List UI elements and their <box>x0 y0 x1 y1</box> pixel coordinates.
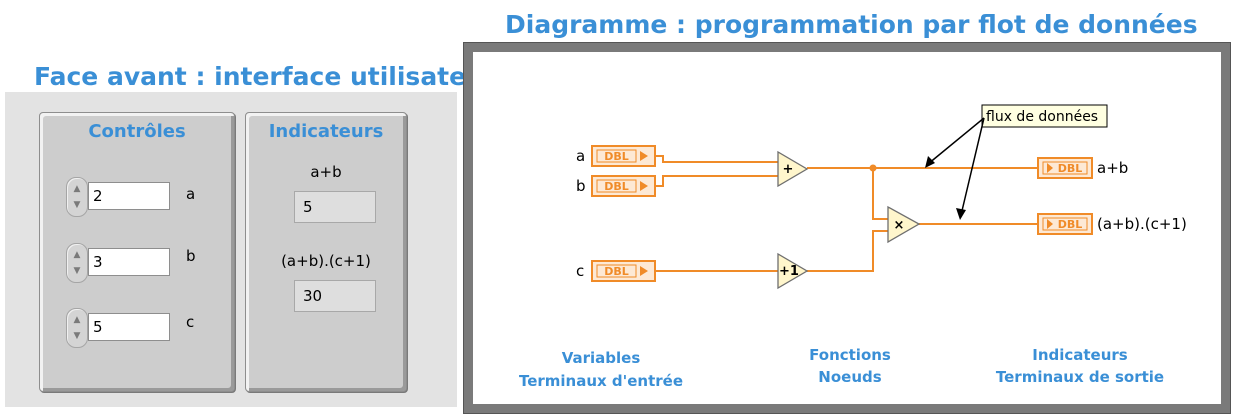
indicator-product-value: 30 <box>294 280 376 312</box>
control-b-label: b <box>186 247 196 265</box>
input-terminal-c[interactable]: DBL <box>591 260 656 282</box>
control-a-label: a <box>186 185 196 203</box>
output-indicator-sum[interactable]: DBL <box>1037 157 1093 179</box>
input-a-label: a <box>576 147 585 165</box>
front-panel: Contrôles ▲▼ 2 a ▲▼ 3 b ▲▼ 5 c Indicateu… <box>5 92 457 407</box>
input-b-label: b <box>576 177 586 195</box>
block-diagram-frame: a DBL b DBL c DBL <box>463 42 1231 414</box>
increment-arrow-icon[interactable]: ▲ <box>73 315 81 325</box>
dbl-type-label: DBL <box>604 180 629 193</box>
wire-a <box>655 155 778 163</box>
add-node[interactable]: + <box>777 150 809 188</box>
wire-sum-branch <box>872 168 888 220</box>
decrement-arrow-icon[interactable]: ▼ <box>73 200 81 210</box>
block-diagram-canvas: a DBL b DBL c DBL <box>473 52 1221 404</box>
caption-indicators-line1: Indicateurs <box>1032 346 1128 364</box>
caption-indicators-line2: Terminaux de sortie <box>996 368 1164 386</box>
spinner-a[interactable]: ▲▼ <box>66 177 88 217</box>
indicators-title: Indicateurs <box>268 121 384 142</box>
control-a-field[interactable]: 2 <box>88 182 170 210</box>
flux-arrows <box>925 117 985 220</box>
add-node-symbol: + <box>783 162 794 177</box>
dbl-type-label: DBL <box>604 265 629 278</box>
diagram-title: Diagramme : programmation par flot de do… <box>505 10 1198 39</box>
output-product-label: (a+b).(c+1) <box>1097 215 1187 233</box>
indicator-sum-value: 5 <box>294 191 376 223</box>
output-indicator-product[interactable]: DBL <box>1037 213 1093 235</box>
input-terminal-a[interactable]: DBL <box>591 145 656 167</box>
output-sum-label: a+b <box>1097 159 1128 177</box>
multiply-node-symbol: × <box>894 218 905 233</box>
input-terminal-b[interactable]: DBL <box>591 175 656 197</box>
caption-variables-line1: Variables <box>562 349 641 367</box>
indicators-box: Indicateurs a+b 5 (a+b).(c+1) 30 <box>245 112 407 392</box>
wire-increment <box>807 230 888 272</box>
indicator-sum-label: a+b <box>310 163 342 181</box>
increment-arrow-icon[interactable]: ▲ <box>73 184 81 194</box>
control-b-field[interactable]: 3 <box>88 248 170 276</box>
block-diagram: a DBL b DBL c DBL <box>519 104 1187 390</box>
spinner-c[interactable]: ▲▼ <box>66 308 88 348</box>
dbl-type-label: DBL <box>1058 162 1083 175</box>
caption-functions-line2: Noeuds <box>818 368 881 386</box>
spinner-b[interactable]: ▲▼ <box>66 243 88 283</box>
controls-box: Contrôles ▲▼ 2 a ▲▼ 3 b ▲▼ 5 c <box>39 112 235 392</box>
wire-junction-dot <box>869 164 877 172</box>
increment-node[interactable]: +1 <box>777 252 809 290</box>
front-panel-title: Face avant : interface utilisateur <box>34 62 497 91</box>
control-c-field[interactable]: 5 <box>88 313 170 341</box>
caption-functions-line1: Fonctions <box>809 346 891 364</box>
dbl-type-label: DBL <box>604 150 629 163</box>
decrement-arrow-icon[interactable]: ▼ <box>73 331 81 341</box>
input-c-label: c <box>576 262 584 280</box>
flux-callout <box>981 104 1108 128</box>
decrement-arrow-icon[interactable]: ▼ <box>73 266 81 276</box>
control-c-label: c <box>186 313 195 331</box>
multiply-node[interactable]: × <box>887 205 921 244</box>
increment-arrow-icon[interactable]: ▲ <box>73 250 81 260</box>
controls-title: Contrôles <box>88 121 186 142</box>
caption-variables-line2: Terminaux d'entrée <box>519 372 683 390</box>
indicator-product-label: (a+b).(c+1) <box>281 252 371 270</box>
flux-label: flux de données <box>986 109 1098 125</box>
dbl-type-label: DBL <box>1058 218 1083 231</box>
increment-node-symbol: +1 <box>779 264 799 279</box>
wire-b <box>655 175 778 187</box>
